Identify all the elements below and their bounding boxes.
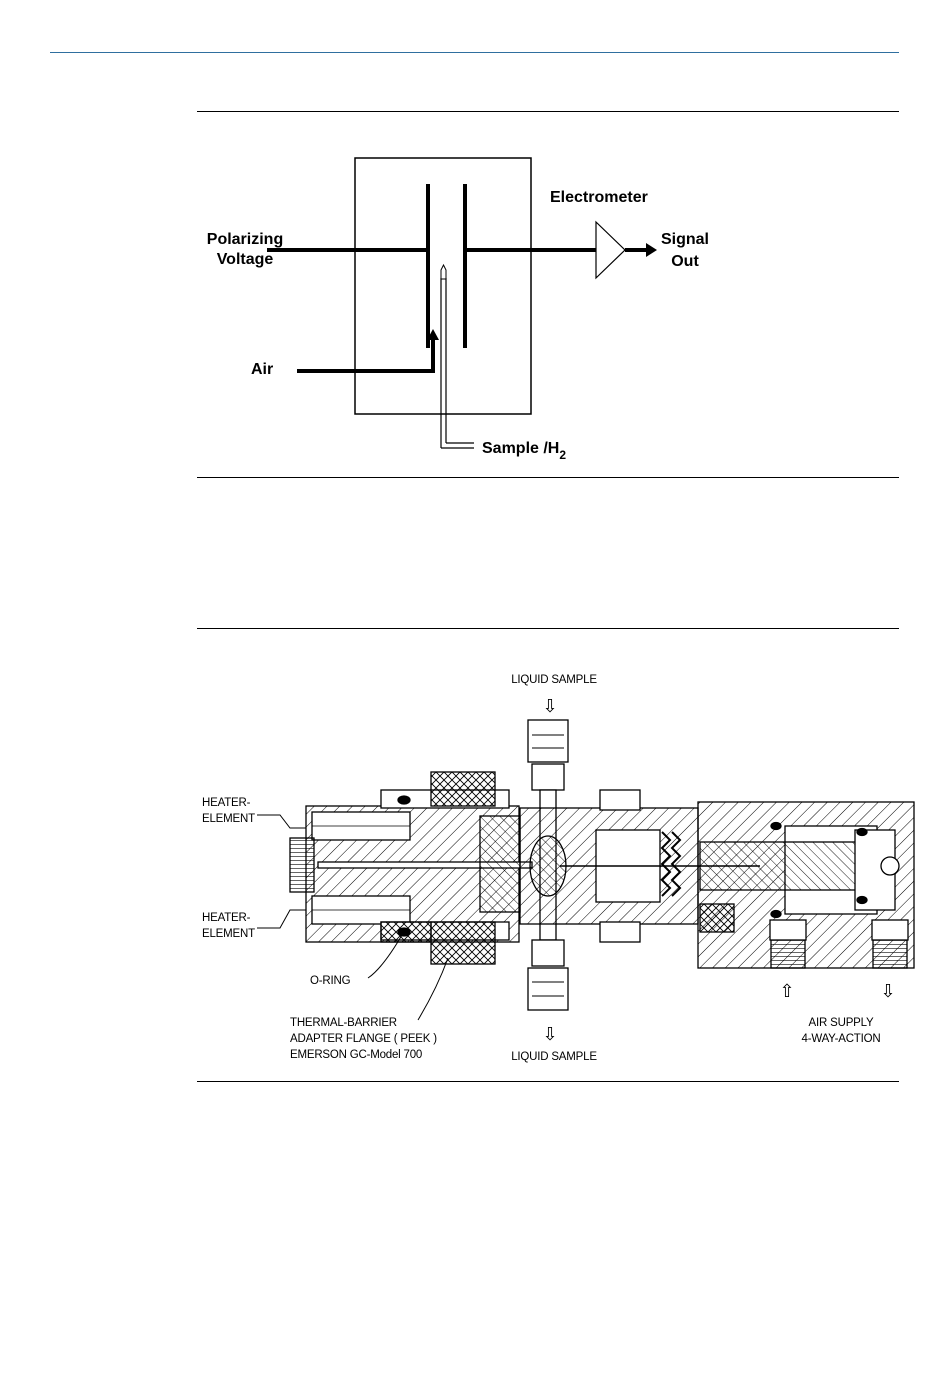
valve-cross-section xyxy=(257,720,914,1020)
heater-element-top-label-1: HEATER- xyxy=(202,797,251,809)
flange-caption-line-2: ADAPTER FLANGE ( PEEK ) xyxy=(290,1033,437,1045)
flange-caption-line-1: THERMAL-BARRIER xyxy=(290,1017,397,1029)
threaded-plug xyxy=(290,838,314,892)
signal-label: Signal xyxy=(661,231,709,248)
sample-fitting-bottom xyxy=(528,968,568,1010)
heater-top-leader xyxy=(257,815,306,828)
signal-out-arrow-icon xyxy=(646,243,657,257)
peek-flange-top xyxy=(431,772,495,806)
air-in-arrow-icon: ⇧ xyxy=(779,981,794,1002)
air-supply-label: AIR SUPPLY xyxy=(809,1017,874,1029)
electrometer-label: Electrometer xyxy=(550,189,648,206)
heater-element-top-label-2: ELEMENT xyxy=(202,813,255,825)
detector-cell-box xyxy=(355,158,531,414)
heater-bottom-leader xyxy=(257,910,306,928)
heater-element-bottom-label-1: HEATER- xyxy=(202,912,251,924)
flange-leader xyxy=(418,958,448,1020)
piston-rod xyxy=(700,842,880,890)
flame-icon xyxy=(441,265,446,279)
o-ring-label: O-RING xyxy=(310,975,351,987)
electrometer-amplifier-icon xyxy=(596,222,625,278)
out-label: Out xyxy=(671,253,699,270)
voltage-label: Voltage xyxy=(217,251,274,268)
o-ring-top xyxy=(398,796,410,804)
flange-caption-line-3: EMERSON GC-Model 700 xyxy=(290,1049,422,1061)
air-port-out xyxy=(873,940,907,968)
o-ring-bottom xyxy=(398,928,410,936)
air-label: Air xyxy=(251,361,273,378)
polarizing-label: Polarizing xyxy=(207,231,283,248)
nut-top xyxy=(600,790,640,810)
air-out-arrow-icon: ⇩ xyxy=(880,981,895,1002)
liquid-sample-top-label: LIQUID SAMPLE xyxy=(511,674,597,686)
liquid-sample-out-arrow-icon: ⇩ xyxy=(542,1024,557,1045)
nut-bottom xyxy=(600,922,640,942)
four-way-action-label: 4-WAY-ACTION xyxy=(802,1033,881,1045)
peek-flange-bottom xyxy=(431,922,495,964)
air-line xyxy=(297,336,433,371)
air-port-in xyxy=(771,940,805,968)
liquid-sample-in-arrow-icon: ⇩ xyxy=(542,696,557,717)
liquid-sample-bottom-label: LIQUID SAMPLE xyxy=(511,1051,597,1063)
sample-fitting-top xyxy=(528,720,568,762)
fid-schematic: Polarizing Voltage Electrometer Signal O… xyxy=(207,158,709,462)
heater-element-bottom-label-2: ELEMENT xyxy=(202,928,255,940)
sample-h2-label: Sample /H2 xyxy=(482,440,566,462)
